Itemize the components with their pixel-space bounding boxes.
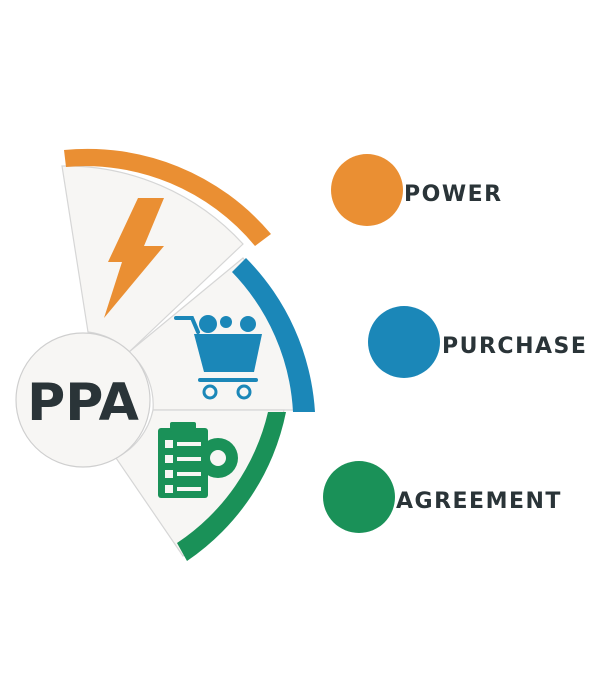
lightning-bolt-icon (104, 198, 164, 318)
legend-item-agreement: AGREEMENT (323, 461, 562, 533)
legend: POWER PURCHASE AGREEMENT (323, 154, 587, 533)
legend-dot-power (331, 154, 403, 226)
legend-dot-agreement (323, 461, 395, 533)
legend-item-purchase: PURCHASE (368, 306, 587, 378)
legend-dot-purchase (368, 306, 440, 378)
center-circle (15, 332, 151, 468)
purchase-arc (232, 258, 315, 412)
legend-label-agreement: AGREEMENT (396, 489, 562, 514)
legend-label-power: POWER (404, 182, 503, 207)
agreement-arc (177, 412, 286, 561)
center-label: PPA (27, 373, 139, 433)
shopping-cart-gears-icon (174, 315, 262, 400)
checklist-gear-icon (158, 422, 238, 498)
legend-label-purchase: PURCHASE (442, 334, 587, 359)
legend-item-power: POWER (331, 154, 503, 226)
power-arc (64, 148, 271, 246)
